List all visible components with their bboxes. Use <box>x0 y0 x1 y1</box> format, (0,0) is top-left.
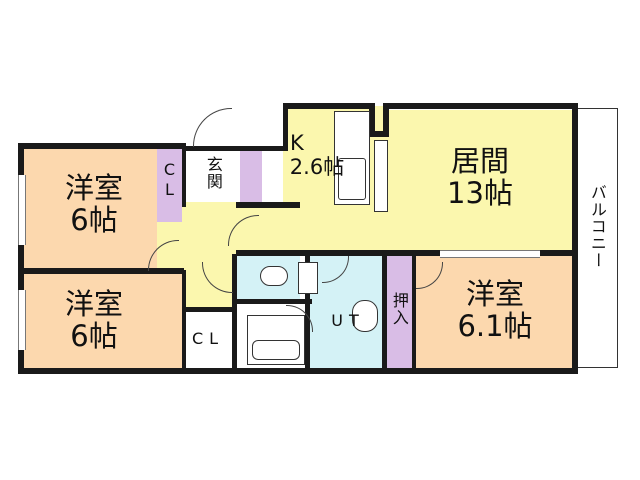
western-room-top-label: 洋室 6帖 <box>44 172 144 237</box>
window-left-bottom <box>18 290 26 350</box>
hallway <box>182 202 237 312</box>
washbasin <box>352 300 378 332</box>
western-room-top-name: 洋室 <box>64 171 123 205</box>
utility-label: UT <box>331 311 365 330</box>
western-room-right-name: 洋室 <box>465 277 524 311</box>
window-left-top <box>18 175 26 245</box>
window-living <box>440 250 540 258</box>
closet-top <box>157 148 183 222</box>
western-room-bottom-size: 6帖 <box>70 319 118 354</box>
kitchen-sink <box>338 158 366 200</box>
fridge-space <box>374 140 388 212</box>
living-room-size: 13帖 <box>447 176 513 211</box>
oshiire-closet <box>386 256 412 368</box>
bathtub-inner <box>252 340 300 360</box>
entrance-label: 玄関 <box>203 156 223 190</box>
western-room-right-size: 6.1帖 <box>457 309 533 344</box>
kitchen-name: K <box>290 131 304 155</box>
oshiire-label: 押入 <box>389 292 409 326</box>
western-room-bottom <box>24 274 182 368</box>
living-room-label: 居間 13帖 <box>430 145 530 210</box>
western-room-bottom-label: 洋室 6帖 <box>44 288 144 353</box>
balcony <box>576 108 618 368</box>
western-room-top-size: 6帖 <box>70 203 118 238</box>
kitchen-label: K 2.6帖 <box>282 131 352 179</box>
closet-bottom-label: CL <box>191 329 225 348</box>
balcony-label: バルコニー <box>587 184 607 269</box>
living-room <box>383 110 573 254</box>
western-room-bottom-name: 洋室 <box>64 287 123 321</box>
closet-bottom <box>182 312 232 368</box>
toilet-fixture <box>260 266 288 286</box>
entrance-area <box>190 150 240 202</box>
living-room-name: 居間 <box>450 144 509 178</box>
closet-top-label: CL <box>159 160 179 200</box>
western-room-right-label: 洋室 6.1帖 <box>430 278 560 343</box>
washer-space <box>298 262 318 294</box>
closet-entrance <box>240 150 262 202</box>
front-door <box>193 108 232 147</box>
western-room-top <box>24 148 157 269</box>
kitchen-size: 2.6帖 <box>289 154 345 179</box>
